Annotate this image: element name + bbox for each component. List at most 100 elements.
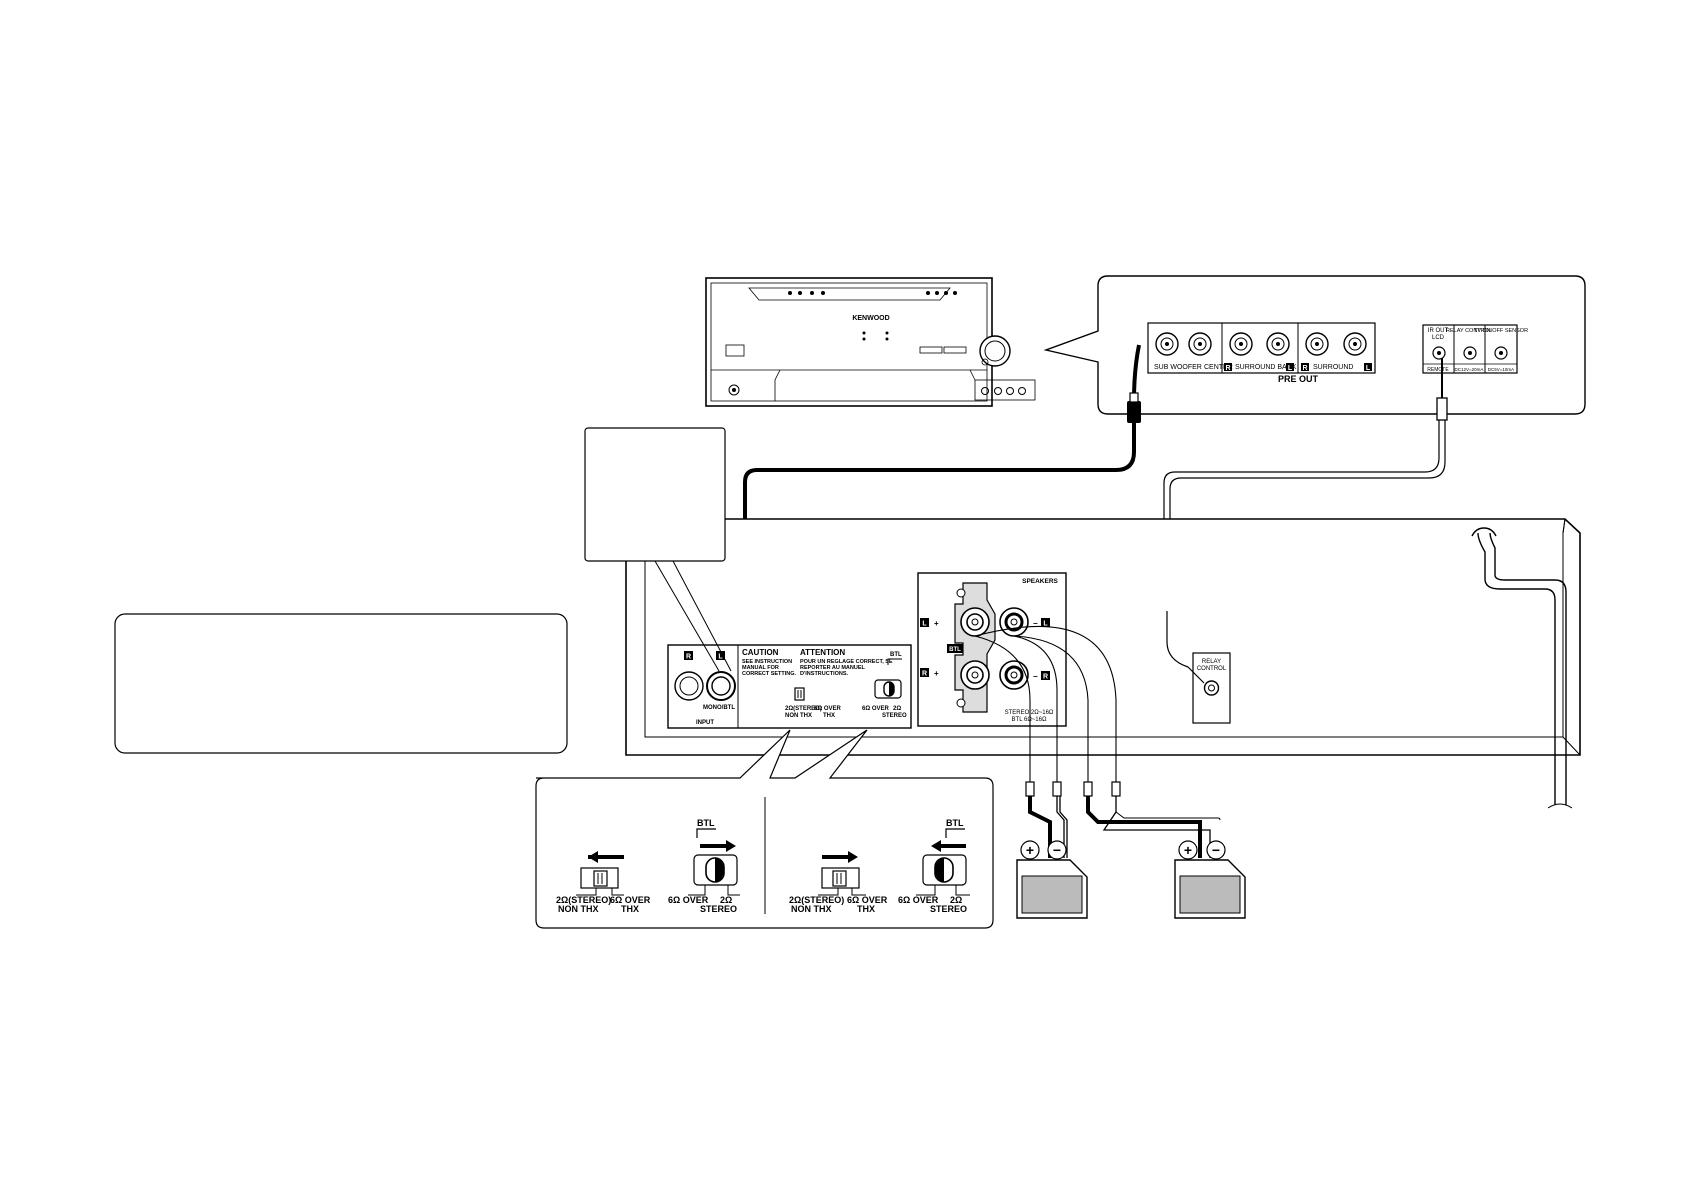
input-callout-box (584, 427, 732, 672)
detail-right-btl-switch[interactable] (922, 854, 967, 886)
mono-btl-label: MONO/BTL (703, 705, 735, 711)
amp-relay-control-panel: RELAY CONTROL (1192, 652, 1231, 724)
relay-cable-end (1166, 611, 1205, 684)
speaker-right: + − (1174, 840, 1246, 919)
input-l-badge: L (718, 654, 723, 661)
pre-out-panel: SUB WOOFER CENTER R SURROUND BACK L R SU… (1147, 322, 1376, 384)
input-switch-panel: R L MONO/BTL INPUT CAUTION SEE INSTRUCTI… (667, 644, 912, 729)
caution-line-2: MANUAL FOR (742, 665, 779, 671)
detail-right-btl: BTL (946, 818, 964, 828)
relay-control-label-top: RELAY CONTROL (1446, 328, 1492, 334)
note-box (114, 613, 568, 754)
pre-out-subwoofer-label: SUB WOOFER (1154, 364, 1202, 371)
panel-switch-left-a: 2Ω(STEREO) (785, 706, 822, 712)
panel-switch-right-b: 2Ω (893, 706, 901, 712)
speaker-l-minus: − (1033, 619, 1038, 628)
speaker-terminal-panel: SPEAKERS L + R + BTL − L − R STEREO 2Ω~1… (917, 572, 1067, 727)
caution-title: CAUTION (742, 648, 779, 657)
attention-line-3: D'INSTRUCTIONS. (800, 671, 849, 677)
speaker-terminal-r-plus[interactable] (960, 660, 990, 690)
speaker-btl-badge: BTL (949, 647, 961, 653)
input-label: INPUT (696, 720, 714, 726)
detail2-mid-a: 6Ω OVER (847, 895, 888, 905)
detail2-right-a: 6Ω OVER (898, 895, 939, 905)
speaker-terminal-l-plus[interactable] (960, 607, 990, 637)
receiver-rear-callout: SUB WOOFER CENTER R SURROUND BACK L R SU… (1043, 275, 1586, 415)
speaker-right-minus: − (1212, 842, 1220, 858)
control-jack-panel: IR OUT LCD RELAY CONTROL TV ON/OFF SENSO… (1422, 324, 1528, 374)
pre-out-surround-back-label: SURROUND BACK (1235, 364, 1297, 371)
pre-out-jacks (1155, 332, 1367, 356)
impedance-switch[interactable] (794, 687, 805, 701)
attention-line-1: POUR UN REGLAGE CORRECT, SE (800, 659, 893, 665)
btl-switch[interactable] (874, 679, 902, 699)
pre-out-sb-l-badge: L (1288, 365, 1293, 372)
attention-title: ATTENTION (800, 648, 845, 657)
caution-line-1: SEE INSTRUCTION (742, 659, 792, 665)
input-jack-l-mono-btl[interactable] (706, 671, 736, 701)
panel-switch-mid-a: 6Ω OVER (814, 706, 841, 712)
detail-left-a: 2Ω(STEREO) (556, 895, 611, 905)
panel-btl-label: BTL (890, 652, 902, 658)
speaker-l-badge-right: L (1043, 621, 1048, 628)
panel-switch-left-b: NON THX (785, 713, 812, 719)
speaker-l-badge: L (922, 621, 927, 628)
pre-out-s-r-badge: R (1302, 365, 1307, 372)
remote-label: REMOTE (1427, 367, 1449, 373)
detail2-stereo: STEREO (930, 904, 967, 914)
receiver-brand: KENWOOD (852, 315, 889, 322)
speaker-left-plus: + (1026, 842, 1034, 858)
detail-left-impedance-switch[interactable] (580, 867, 619, 889)
detail-right-b: 2Ω (720, 895, 732, 905)
receiver-front-panel: KENWOOD (705, 277, 1036, 407)
speaker-impedance-stereo: STEREO 2Ω~16Ω (1005, 710, 1054, 716)
pre-out-title: PRE OUT (1278, 374, 1319, 384)
speaker-l-plus: + (934, 619, 939, 628)
speakers-title: SPEAKERS (1022, 578, 1058, 585)
detail2-mid-b: THX (857, 904, 875, 914)
switch-detail-box: 2Ω(STEREO) NON THX 6Ω OVER THX BTL 6Ω OV… (535, 729, 994, 929)
panel-stereo-label: STEREO (882, 713, 907, 719)
speaker-r-badge-right: R (1043, 674, 1048, 681)
caution-line-3: CORRECT SETTING. (742, 671, 797, 677)
dc12v-label: DC12V=20mA (1455, 367, 1484, 372)
speaker-r-minus: − (1033, 672, 1038, 681)
attention-line-2: REPORTER AU MANUEL (800, 665, 866, 671)
speaker-r-badge: R (922, 671, 927, 678)
detail-left-btl-switch[interactable] (693, 854, 738, 886)
detail-stereo: STEREO (700, 904, 737, 914)
speaker-wires (974, 625, 1221, 858)
pre-out-center-label: CENTER (1204, 364, 1233, 371)
detail-left-b: NON THX (558, 904, 599, 914)
pre-out-sb-r-badge: R (1225, 365, 1230, 372)
speaker-right-plus: + (1184, 842, 1192, 858)
pre-out-s-l-badge: L (1366, 365, 1371, 372)
speaker-left-minus: − (1053, 842, 1061, 858)
detail-right-a: 6Ω OVER (668, 895, 709, 905)
panel-switch-mid-b: THX (823, 713, 835, 719)
switch-detail-right: 2Ω(STEREO) NON THX 6Ω OVER THX BTL 6Ω OV… (789, 818, 970, 914)
input-r-badge: R (686, 654, 691, 661)
input-jack-r[interactable] (674, 671, 704, 701)
detail-mid-a: 6Ω OVER (610, 895, 651, 905)
amp-relay-label-2: CONTROL (1197, 666, 1227, 672)
detail-left-btl: BTL (697, 818, 715, 828)
detail-mid-b: THX (621, 904, 639, 914)
amp-relay-label-1: RELAY (1202, 659, 1221, 665)
lcd-label: LCD (1432, 335, 1445, 341)
speaker-terminal-r-minus[interactable] (999, 660, 1029, 690)
detail-right-impedance-switch[interactable] (821, 867, 860, 889)
detail2-left-a: 2Ω(STEREO) (789, 895, 844, 905)
panel-switch-right-a: 6Ω OVER (862, 706, 889, 712)
detail2-right-b: 2Ω (950, 895, 962, 905)
amp-relay-control-jack[interactable] (1203, 680, 1220, 696)
speaker-impedance-btl: BTL 6Ω~16Ω (1012, 717, 1047, 723)
speaker-left: + − (1016, 840, 1088, 919)
detail2-left-b: NON THX (791, 904, 832, 914)
tv-sensor-label: TV ON/OFF SENSOR (1474, 328, 1528, 334)
dc5v-label: DC5V=10mA (1488, 367, 1514, 372)
ir-out-label: IR OUT (1428, 328, 1449, 334)
speaker-terminal-l-minus[interactable] (999, 607, 1029, 637)
speaker-r-plus: + (934, 669, 939, 678)
